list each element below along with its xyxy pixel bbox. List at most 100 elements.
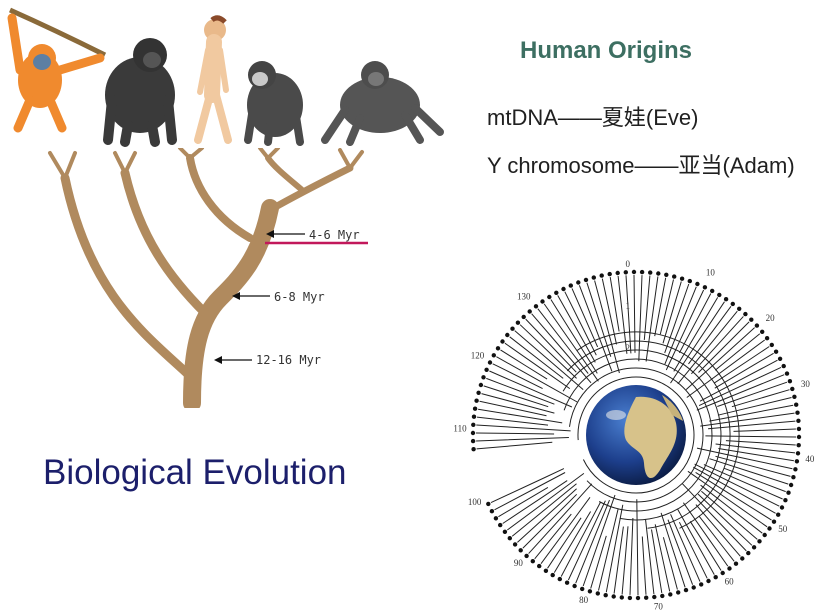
radial-leaf-dot — [530, 559, 535, 564]
radial-branch — [601, 278, 617, 345]
radial-branch — [662, 537, 678, 590]
radial-branch — [695, 471, 772, 521]
radial-leaf-dot — [769, 342, 774, 348]
radial-leaf-dot — [652, 594, 657, 600]
radial-branch — [517, 488, 577, 543]
radial-inner-tick: 2 — [626, 343, 631, 353]
radial-leaf-dot — [472, 406, 478, 411]
radial-leaf-dot — [533, 304, 539, 309]
radial-leaf-dot — [771, 519, 777, 524]
radial-branch — [717, 381, 788, 407]
radial-branch — [643, 275, 651, 340]
radial-leaf-dot — [583, 277, 589, 283]
radial-branch — [567, 500, 606, 581]
myr-label-4-6: 4-6 Myr — [309, 228, 360, 242]
radial-leaf-dot — [540, 299, 545, 304]
radial-outer-tick: 20 — [766, 313, 776, 323]
radial-outer-tick: 50 — [778, 524, 788, 534]
radial-branch — [502, 480, 568, 524]
radial-branch — [691, 316, 744, 375]
radial-leaf-dot — [512, 542, 518, 547]
radial-leaf-dot — [702, 285, 708, 290]
radial-branch — [578, 285, 613, 372]
radial-leaf-dot — [471, 422, 476, 427]
radial-leaf-dot — [481, 375, 486, 380]
radial-branch — [560, 501, 602, 577]
radial-leaf-dot — [611, 594, 616, 599]
radial-branch — [476, 424, 571, 432]
radial-branch — [694, 463, 780, 507]
radial-branch — [717, 397, 792, 416]
radial-leaf-dot — [543, 568, 549, 573]
radial-branch — [670, 514, 701, 582]
radial-leaf-dot — [474, 398, 479, 403]
radial-branch — [682, 502, 729, 567]
radial-leaf-dot — [587, 589, 593, 594]
radial-leaf-dot — [498, 522, 503, 528]
radial-branch — [638, 275, 643, 362]
primate-illustrations — [7, 7, 444, 147]
radial-branch — [698, 366, 782, 407]
radial-leaf-dot — [476, 390, 481, 395]
radial-branch — [534, 513, 572, 560]
radial-branch — [725, 440, 796, 446]
bonobo-icon — [321, 61, 444, 146]
radial-leaf-dot — [787, 379, 793, 384]
radial-branch — [522, 493, 578, 549]
radial-branch — [509, 336, 564, 379]
radial-outer-tick: 30 — [801, 379, 811, 389]
radial-leaf-dot — [796, 426, 802, 432]
radial-branch — [540, 497, 591, 564]
radial-leaf-dot — [720, 570, 725, 576]
radial-branch — [700, 484, 763, 534]
radial-branch — [697, 493, 753, 546]
radial-branch — [645, 519, 655, 595]
radial-leaf-dot — [767, 526, 772, 531]
radial-leaf-dot — [751, 545, 757, 550]
radial-branch — [500, 349, 548, 380]
globe-icon — [586, 385, 686, 485]
radial-leaf-dot — [795, 410, 800, 415]
chimpanzee-icon — [244, 61, 304, 146]
myr-label-6-8: 6-8 Myr — [274, 290, 325, 304]
radial-leaf-dot — [568, 283, 573, 288]
radial-branch — [511, 483, 577, 537]
radial-branch — [705, 435, 797, 438]
radial-branch — [475, 432, 555, 435]
radial-branch — [547, 517, 582, 569]
radial-branch — [682, 483, 747, 552]
radial-branch — [492, 363, 543, 390]
radial-leaf-dot — [554, 290, 559, 295]
radial-branch — [659, 279, 674, 335]
radial-leaf-dot — [505, 332, 510, 338]
radial-branch — [662, 281, 682, 344]
radial-leaf-dot — [668, 592, 673, 597]
radial-leaf-dot — [639, 269, 645, 275]
myr-arrow-12-16 — [214, 356, 252, 364]
radial-branch — [654, 524, 671, 592]
radial-leaf-dot — [561, 286, 566, 292]
radial-leaf-dots — [470, 269, 802, 601]
radial-branch — [496, 356, 578, 403]
radial-branch — [537, 308, 589, 374]
radial-leaf-dot — [515, 320, 521, 325]
radial-leaf-dot — [760, 329, 765, 334]
radial-branch — [636, 499, 639, 596]
radial-branch — [678, 293, 712, 354]
radial-outer-tick: 40 — [805, 454, 815, 464]
radial-leaf-dot — [676, 590, 681, 595]
y-chromosome-adam-line: Y chromosome——亚当(Adam) — [487, 153, 795, 178]
radial-branch — [550, 299, 598, 374]
radial-branch — [594, 280, 620, 374]
radial-leaf-dot — [627, 595, 633, 601]
radial-leaf-dot — [507, 536, 512, 541]
radial-branch — [543, 303, 599, 382]
radial-leaf-dot — [502, 529, 508, 534]
radial-outer-tick: 10 — [706, 268, 716, 278]
radial-branch — [633, 274, 636, 353]
radial-branch — [478, 408, 563, 424]
radial-branch — [701, 490, 758, 540]
radial-leaf-dot — [794, 402, 799, 407]
radial-branch — [479, 400, 547, 417]
